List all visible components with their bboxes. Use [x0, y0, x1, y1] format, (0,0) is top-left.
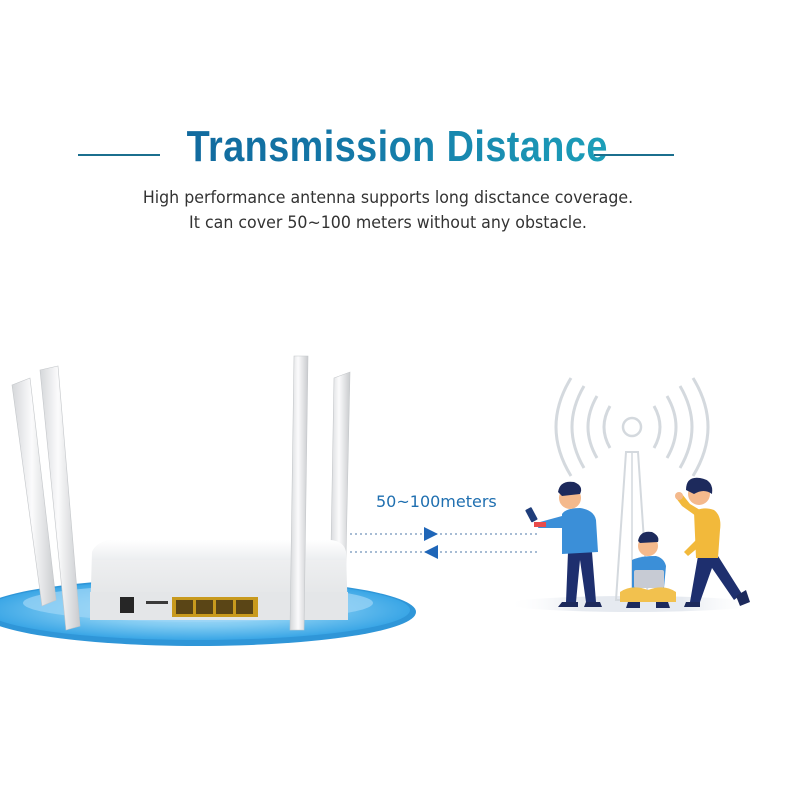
person-with-phone	[525, 481, 602, 607]
heading-row: Transmission Distance	[0, 122, 800, 182]
arrow-left-icon	[424, 545, 438, 559]
distance-label: 50~100meters	[376, 492, 497, 511]
title-rule-left	[78, 154, 160, 156]
description-line-2: It can cover 50~100 meters without any o…	[189, 213, 587, 233]
description-line-1: High performance antenna supports long d…	[142, 188, 634, 208]
transmission-arrows	[350, 527, 540, 559]
person-waving	[675, 477, 750, 607]
title-rule-right	[594, 154, 674, 156]
arrow-right-icon	[424, 527, 438, 541]
people-illustration	[525, 477, 750, 608]
router-image	[11, 355, 351, 631]
person-with-laptop	[620, 531, 676, 608]
page-title: Transmission Distance	[53, 122, 741, 172]
